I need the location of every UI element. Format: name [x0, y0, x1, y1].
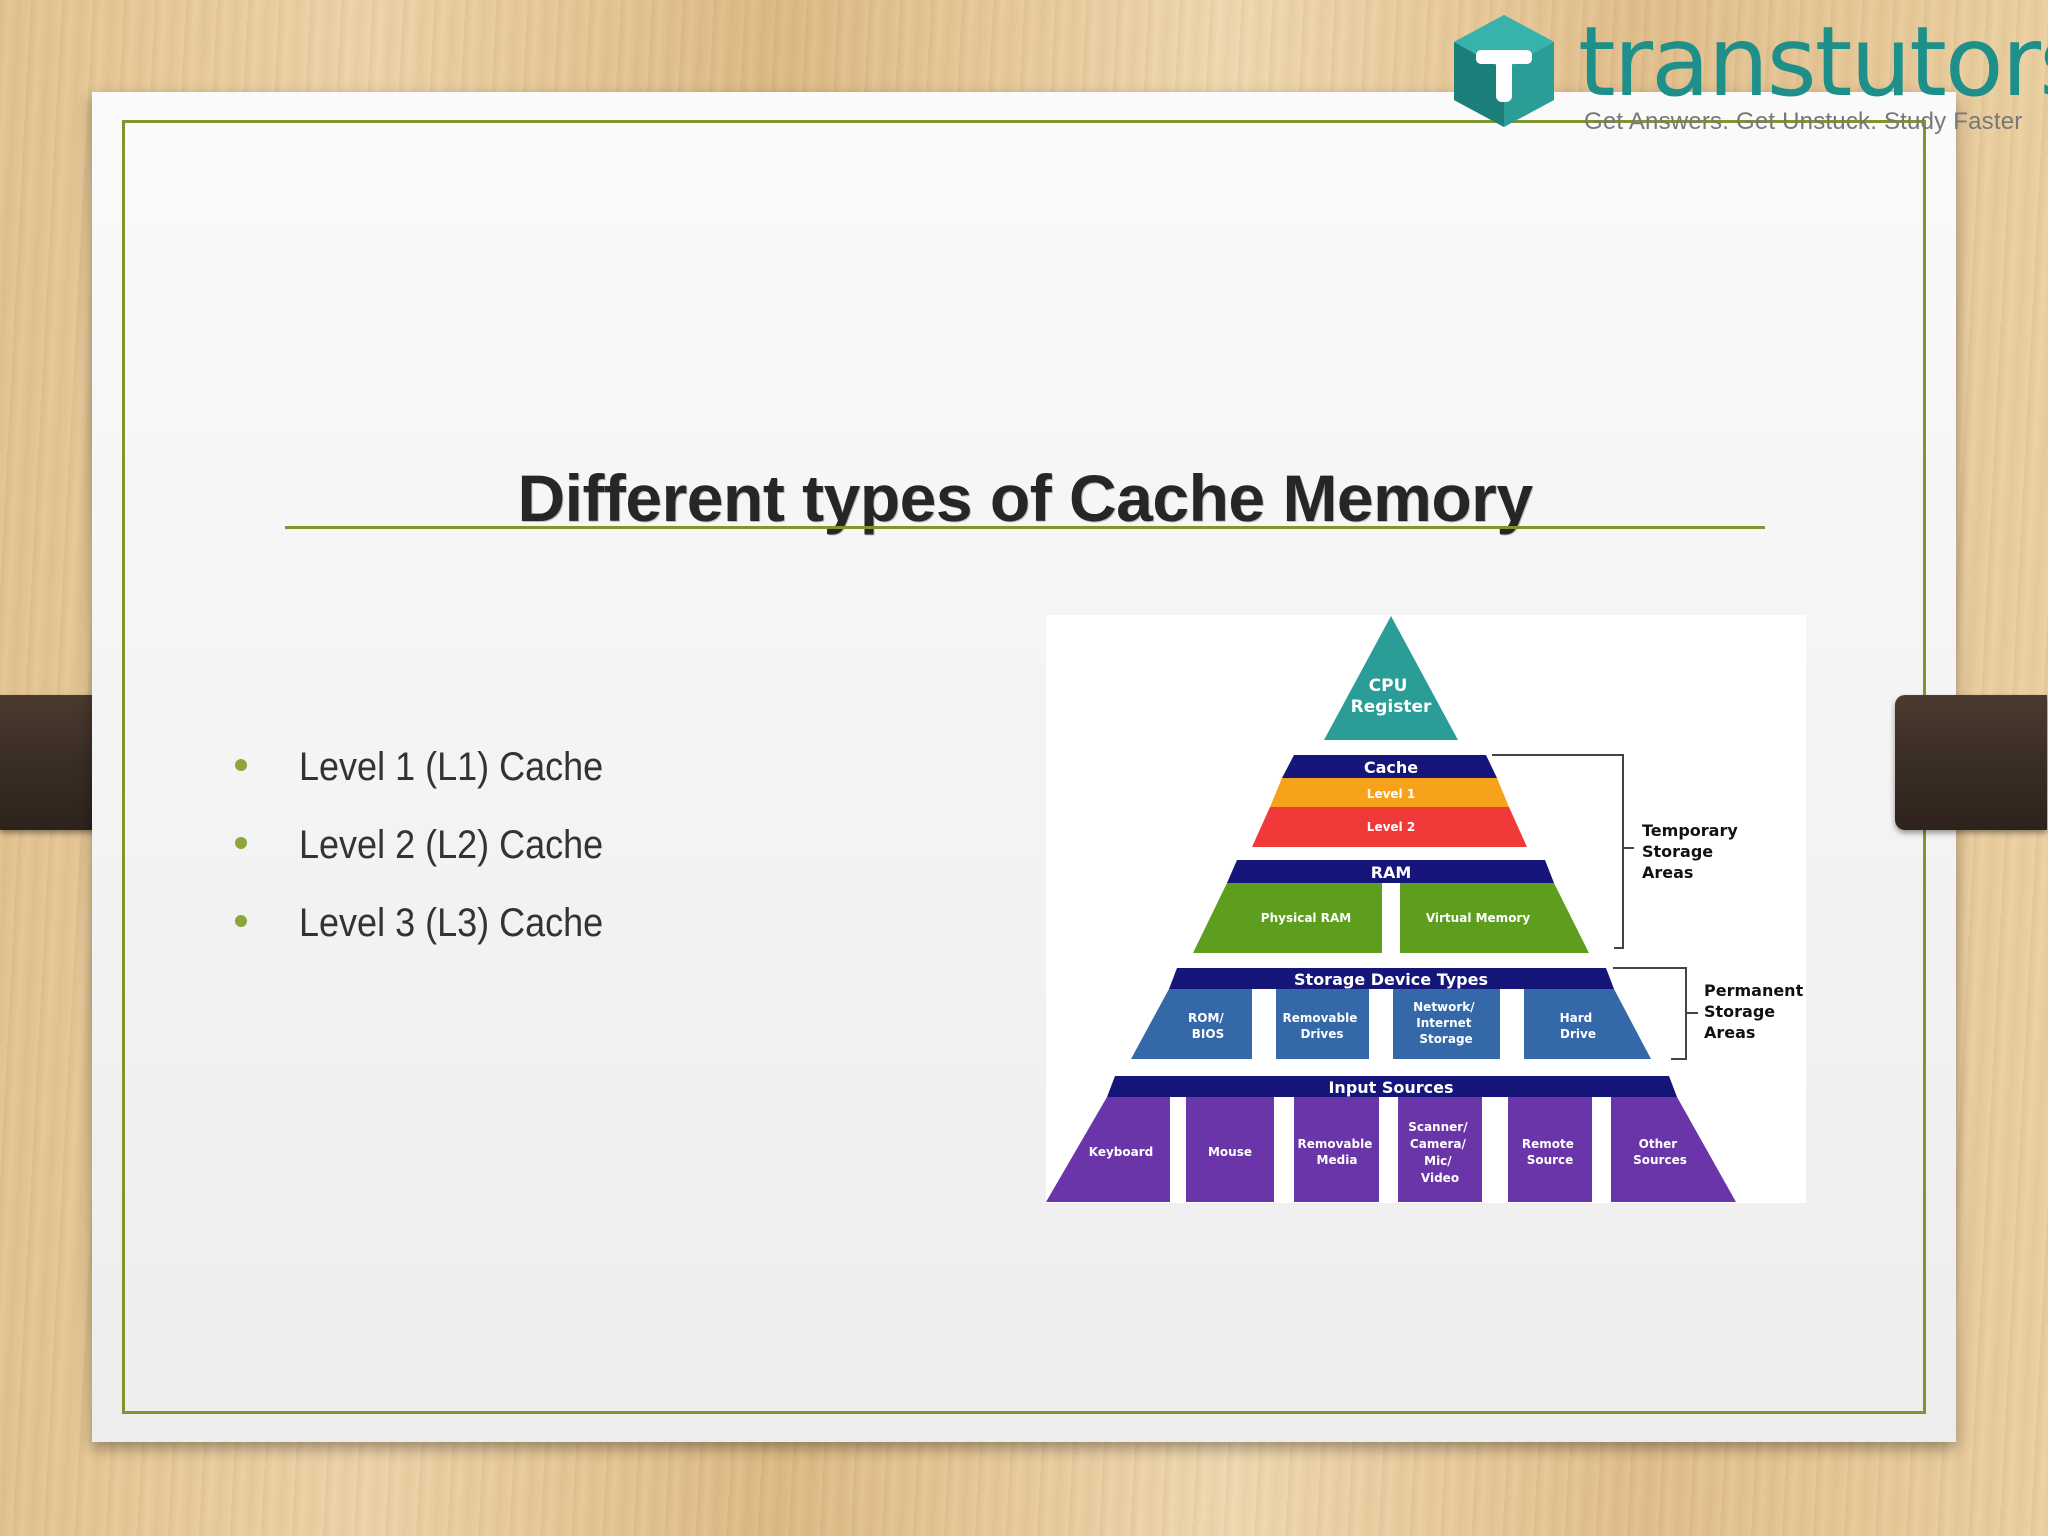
bullet-dot-icon — [235, 759, 247, 771]
storage-header-band — [1169, 968, 1614, 989]
svg-text:Removable Media: Removable Media — [1297, 1137, 1376, 1167]
svg-text:Temporary Storage: Temporary Storage Areas — [1642, 821, 1743, 882]
scanner-label-3: Mic/ — [1424, 1154, 1452, 1168]
transtutors-logo[interactable]: transtutors Get Answers. Get Unstuck. St… — [1448, 6, 2048, 142]
other-sources-label-1: Other — [1639, 1137, 1678, 1151]
temporary-bracket — [1492, 754, 1624, 949]
scanner-label-4: Video — [1421, 1171, 1459, 1185]
network-label-2: Internet — [1416, 1016, 1471, 1030]
logo-wordmark: transtutors — [1578, 6, 2048, 118]
physical-ram-label: Physical RAM — [1261, 911, 1351, 925]
svg-text:Scanner/ Camera/ M: Scanner/ Camera/ Mic/ Video — [1408, 1120, 1472, 1185]
svg-text:Removable Drives: Removable Drives — [1282, 1011, 1361, 1041]
permanent-label-1: Permanent — [1704, 981, 1804, 1000]
mouse-block — [1186, 1097, 1274, 1202]
remote-source-label-2: Source — [1527, 1153, 1574, 1167]
cache-level1-label: Level 1 — [1367, 787, 1415, 801]
mouse-label: Mouse — [1208, 1145, 1252, 1159]
cache-level2-label: Level 2 — [1367, 820, 1415, 834]
svg-text:Other Sources: Other Sources — [1633, 1137, 1687, 1167]
virtual-memory-label: Virtual Memory — [1426, 911, 1531, 925]
temporary-label-1: Temporary — [1642, 821, 1738, 840]
keyboard-label: Keyboard — [1089, 1145, 1154, 1159]
cache-level2-band — [1252, 807, 1527, 847]
svg-text:Permanent Storage: Permanent Storage Areas — [1704, 981, 1806, 1042]
hard-drive-label-1: Hard — [1560, 1011, 1593, 1025]
bullet-list: Level 1 (L1) Cache Level 2 (L2) Cache Le… — [235, 728, 637, 962]
input-header-label: Input Sources — [1328, 1078, 1453, 1097]
bullet-text: Level 2 (L2) Cache — [299, 822, 604, 867]
logo-hexagon-icon — [1454, 15, 1554, 127]
network-label-3: Storage — [1419, 1032, 1472, 1046]
removable-drives-block — [1276, 989, 1369, 1059]
other-sources-label-2: Sources — [1633, 1153, 1687, 1167]
temporary-label-3: Areas — [1642, 863, 1693, 882]
scanner-block — [1398, 1097, 1482, 1202]
cache-header-band — [1282, 755, 1497, 778]
rom-bios-block — [1131, 989, 1252, 1059]
bullet-item: Level 1 (L1) Cache — [235, 728, 637, 806]
permanent-label-2: Storage — [1704, 1002, 1775, 1021]
remote-source-label-1: Remote — [1522, 1137, 1574, 1151]
removable-media-block — [1294, 1097, 1379, 1202]
rom-label-2: BIOS — [1192, 1027, 1224, 1041]
bullet-text: Level 1 (L1) Cache — [299, 744, 604, 789]
bullet-item: Level 3 (L3) Cache — [235, 884, 637, 962]
removable-media-label-1: Removable — [1297, 1137, 1372, 1151]
scanner-label-1: Scanner/ — [1408, 1120, 1468, 1134]
ram-header-label: RAM — [1371, 863, 1412, 882]
cpu-label-2: Register — [1351, 697, 1432, 717]
binder-clip-right — [1895, 695, 2047, 830]
removable-media-label-2: Media — [1317, 1153, 1358, 1167]
removable-drives-label-1: Removable — [1282, 1011, 1357, 1025]
removable-drives-label-2: Drives — [1300, 1027, 1343, 1041]
rom-label-1: ROM/ — [1188, 1011, 1224, 1025]
hard-drive-label-2: Drive — [1560, 1027, 1596, 1041]
virtual-memory-block — [1400, 883, 1589, 953]
hard-drive-block — [1524, 989, 1651, 1059]
cache-header-label: Cache — [1364, 758, 1418, 777]
temporary-label-2: Storage — [1642, 842, 1713, 861]
keyboard-block — [1046, 1097, 1170, 1202]
scanner-label-2: Camera/ — [1410, 1137, 1467, 1151]
permanent-label-3: Areas — [1704, 1023, 1755, 1042]
svg-text:Network/ Internet: Network/ Internet Storage — [1413, 1000, 1479, 1046]
remote-source-block — [1508, 1097, 1592, 1202]
svg-text:Hard Drive: Hard Drive — [1560, 1011, 1597, 1041]
ram-header-band — [1227, 860, 1554, 883]
cpu-label-1: CPU — [1369, 676, 1408, 696]
logo-tagline: Get Answers. Get Unstuck. Study Faster — [1584, 108, 2023, 135]
svg-text:Remote Source: Remote Source — [1522, 1137, 1578, 1167]
title-underline — [285, 526, 1765, 529]
network-storage-block — [1393, 989, 1500, 1059]
bullet-dot-icon — [235, 915, 247, 927]
input-header-band — [1107, 1076, 1677, 1097]
svg-text:CPU Register: CPU Register — [1351, 676, 1432, 717]
bullet-dot-icon — [235, 837, 247, 849]
network-label-1: Network/ — [1413, 1000, 1475, 1014]
storage-header-label: Storage Device Types — [1294, 970, 1488, 989]
other-sources-block — [1611, 1097, 1736, 1202]
svg-text:ROM/ BIOS: ROM/ BIOS — [1188, 1011, 1228, 1041]
bullet-item: Level 2 (L2) Cache — [235, 806, 637, 884]
cache-level1-band — [1270, 778, 1509, 807]
memory-hierarchy-pyramid: CPU Register Cache Level 1 Level 2 RAM P… — [1046, 615, 1806, 1203]
bullet-text: Level 3 (L3) Cache — [299, 900, 604, 945]
slide-title: Different types of Cache Memory — [517, 461, 1533, 535]
physical-ram-block — [1193, 883, 1382, 953]
cpu-register-tier — [1324, 616, 1458, 740]
